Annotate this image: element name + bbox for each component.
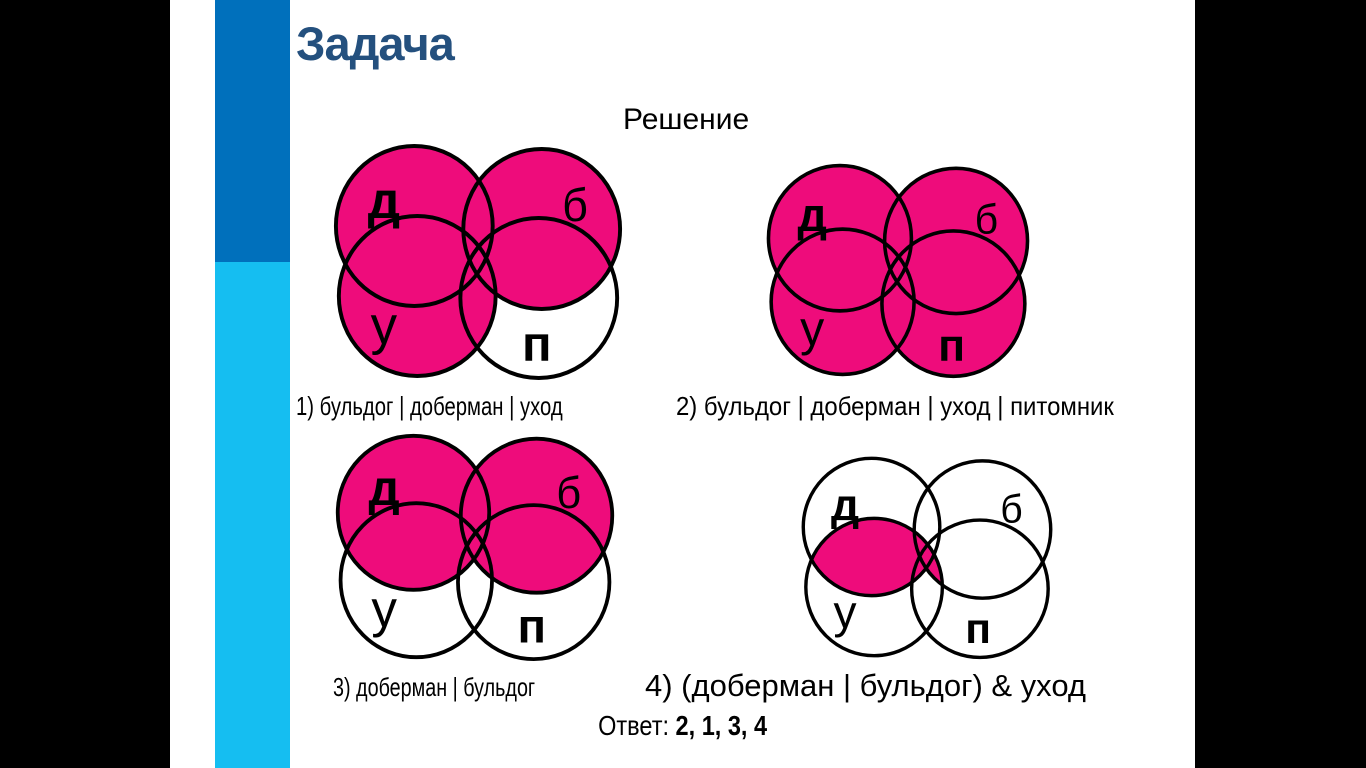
answer-label: Ответ: xyxy=(598,710,669,741)
accent-bar-light-segment xyxy=(215,262,290,768)
circle-doberman xyxy=(801,456,942,598)
circle-uhod xyxy=(336,214,498,378)
circle-label-u: у xyxy=(371,297,398,357)
diagram-3-caption: 3) доберман | бульдог xyxy=(333,672,536,702)
circle-doberman xyxy=(766,163,914,313)
circle-label-u: у xyxy=(834,586,858,638)
circle-label-d: д xyxy=(368,460,399,516)
venn-diagram-1: д б у п xyxy=(331,141,625,381)
circle-pitomnik xyxy=(880,229,1027,379)
solution-heading: Решение xyxy=(623,103,750,136)
circle-pitomnik xyxy=(909,518,1050,660)
circle-bulldog xyxy=(912,459,1053,600)
circle-label-d: д xyxy=(831,481,859,530)
circle-label-d: д xyxy=(368,171,400,230)
circle-label-p: п xyxy=(965,605,991,653)
circle-label-p: п xyxy=(938,319,965,370)
circle-label-b: б xyxy=(562,180,588,232)
slide-accent-bar xyxy=(215,0,290,768)
circle-uhod xyxy=(804,516,945,658)
circle-label-p: п xyxy=(522,317,552,373)
circle-label-u: у xyxy=(371,579,397,637)
answer-line: Ответ: 2, 1, 3, 4 xyxy=(170,710,1195,742)
circle-uhod xyxy=(769,227,916,377)
venn-diagram-3: д б у п xyxy=(333,431,617,662)
diagram-2-caption: 2) бульдог | доберман | уход | питомник xyxy=(676,391,1114,421)
venn-1-shading xyxy=(335,146,621,376)
circle-doberman xyxy=(335,433,492,592)
slide-title: Задача xyxy=(296,17,455,70)
venn-2-shading xyxy=(768,165,1028,377)
circle-label-p: п xyxy=(518,600,547,653)
answer-value: 2, 1, 3, 4 xyxy=(675,710,767,741)
diagram-1-caption: 1) бульдог | доберман | уход xyxy=(296,391,563,421)
venn-diagram-2: д б у п xyxy=(764,161,1032,379)
letterbox-left-bar xyxy=(0,0,170,768)
venn-3-shading xyxy=(337,435,613,593)
letterbox-right-bar xyxy=(1195,0,1366,768)
circle-label-b: б xyxy=(1000,488,1022,532)
venn-diagram-4: д б у п xyxy=(799,454,1055,660)
circle-pitomnik xyxy=(456,503,612,662)
circle-pitomnik xyxy=(458,216,620,380)
circle-doberman xyxy=(333,144,495,308)
circle-label-d: д xyxy=(797,189,826,241)
circle-uhod xyxy=(338,501,494,660)
diagram-4-caption: 4) (доберман | бульдог) & уход xyxy=(645,668,1086,703)
circle-label-u: у xyxy=(800,302,825,356)
circle-label-b: б xyxy=(975,195,999,242)
circle-label-b: б xyxy=(556,469,581,518)
accent-bar-dark-segment xyxy=(215,0,290,262)
